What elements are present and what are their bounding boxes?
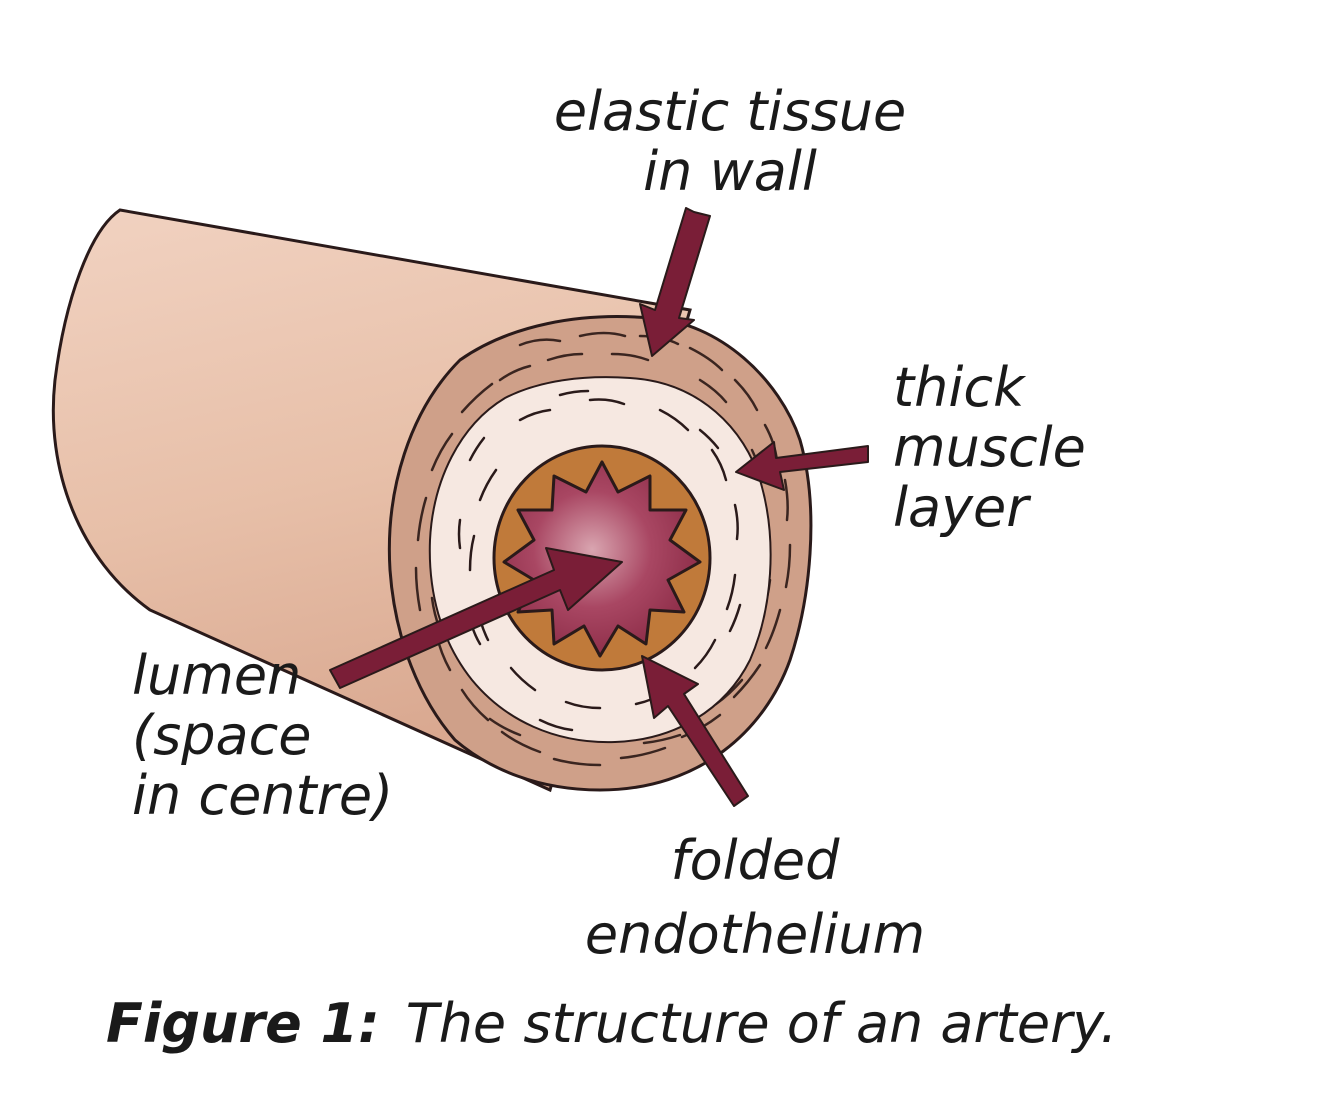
- elastic-tissue-label: elastic tissue in wall: [540, 82, 920, 202]
- lumen-label-line-2: (space: [132, 704, 312, 767]
- muscle-layer-label: thick muscle layer: [893, 358, 1086, 538]
- muscle-arrow: [735, 441, 869, 491]
- lumen-label: lumen (space in centre): [132, 646, 393, 826]
- figure-number: Figure 1:: [106, 992, 380, 1055]
- endothelium-label: folded endothelium: [560, 824, 950, 972]
- muscle-label-line-2: muscle: [893, 416, 1086, 479]
- endothelium-label-line-2: endothelium: [584, 903, 926, 966]
- caption-text: The structure of an artery.: [405, 992, 1118, 1055]
- elastic-label-line-1: elastic tissue: [553, 80, 907, 143]
- endothelium-arrow: [641, 655, 749, 807]
- figure-caption: Figure 1: The structure of an artery.: [106, 992, 1117, 1055]
- pointer-arrows: [329, 207, 869, 807]
- elastic-arrow: [639, 207, 711, 357]
- endothelium-label-line-1: folded: [670, 829, 840, 892]
- elastic-label-line-2: in wall: [643, 140, 817, 203]
- lumen-arrow: [329, 547, 623, 689]
- muscle-label-line-1: thick: [893, 356, 1025, 419]
- elastic-texture: [414, 331, 792, 767]
- muscle-label-line-3: layer: [893, 476, 1029, 539]
- lumen-label-line-3: in centre): [132, 764, 394, 827]
- lumen-label-line-1: lumen: [132, 644, 302, 707]
